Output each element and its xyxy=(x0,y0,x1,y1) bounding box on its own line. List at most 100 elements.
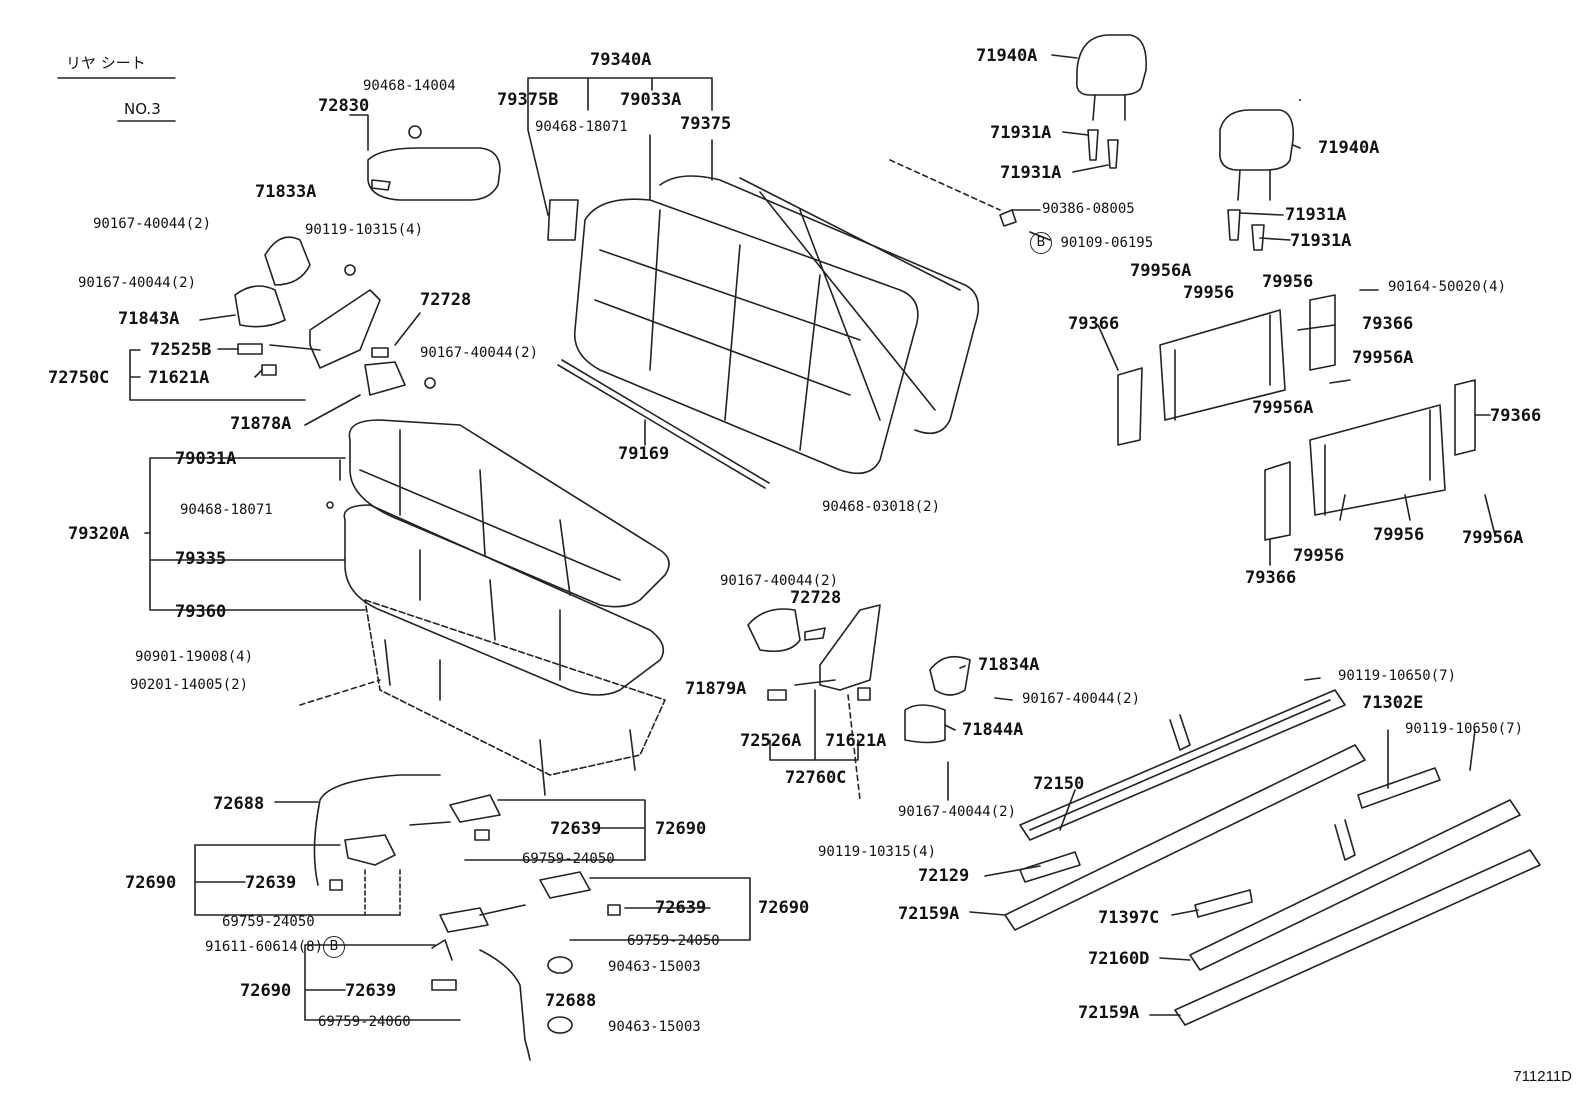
seat-cushion-assembly xyxy=(343,419,670,796)
part-label: 90901-19008(4) xyxy=(135,649,254,665)
part-label: 90386-08005 xyxy=(1042,201,1135,217)
part-label: 79320A xyxy=(68,524,130,544)
part-label: 90468-18071 xyxy=(180,502,273,518)
back-panel-2 xyxy=(1309,404,1446,516)
part-label: 90119-10315(4) xyxy=(818,844,937,860)
part-label: 72750C xyxy=(48,368,110,388)
part-label: 90119-10650(7) xyxy=(1338,668,1457,684)
part-label: 90119-10650(7) xyxy=(1405,721,1524,737)
seat-back-assembly xyxy=(547,175,980,475)
bushing xyxy=(547,199,579,241)
fastener-label: 91611-60614(8)B xyxy=(205,936,346,958)
part-label: 71931A xyxy=(990,123,1052,143)
cable-72688b xyxy=(479,949,531,1061)
part-label: 71879A xyxy=(685,679,747,699)
rod xyxy=(557,364,766,489)
part-label: 69759-24050 xyxy=(222,914,315,930)
armrest xyxy=(367,147,501,201)
page-title: リヤ シート xyxy=(66,54,146,72)
part-label: 72760C xyxy=(785,768,847,788)
part-label: 71397C xyxy=(1098,908,1160,928)
part-label: 71833A xyxy=(255,182,317,202)
part-label: 72690 xyxy=(655,819,707,839)
part-label: 79375 xyxy=(680,114,732,134)
part-label: 72525B xyxy=(150,340,212,360)
part-label: 72150 xyxy=(1033,774,1085,794)
reference-mark-b: B xyxy=(323,936,346,958)
part-label: 71940A xyxy=(976,46,1038,66)
cable-72688a xyxy=(313,774,441,886)
part-label: 90167-40044(2) xyxy=(420,345,539,361)
part-label: 79956 xyxy=(1183,283,1235,303)
part-label: 79956A xyxy=(1252,398,1314,418)
part-label: 79335 xyxy=(175,549,227,569)
part-label: 72159A xyxy=(1078,1003,1140,1023)
part-label: 90167-40044(2) xyxy=(898,804,1017,820)
fastener-b-label: B 90109-06195 xyxy=(1030,232,1153,254)
part-label: 72639 xyxy=(655,898,707,918)
page-subtitle: NO.3 xyxy=(124,100,161,118)
back-panel-1 xyxy=(1159,309,1286,421)
part-label: 71940A xyxy=(1318,138,1380,158)
part-label: 90468-14004 xyxy=(363,78,456,94)
part-label: 72690 xyxy=(125,873,177,893)
part-label: 90463-15003 xyxy=(608,1019,701,1035)
part-label: 79956A xyxy=(1462,528,1524,548)
part-label: 72688 xyxy=(213,794,265,814)
part-label: 79169 xyxy=(618,444,670,464)
part-label: 91611-60614(8) xyxy=(205,939,324,955)
part-label: 69759-24050 xyxy=(522,851,615,867)
recliner-right xyxy=(819,604,881,691)
part-label: 71844A xyxy=(962,720,1024,740)
part-label: 90109-06195 xyxy=(1060,235,1154,251)
part-label: 90201-14005(2) xyxy=(130,677,249,693)
part-label: 79031A xyxy=(175,449,237,469)
part-label: 69759-24060 xyxy=(318,1014,411,1030)
part-label: 71621A xyxy=(148,368,210,388)
part-label: 90167-40044(2) xyxy=(78,275,197,291)
part-label: 90167-40044(2) xyxy=(1022,691,1141,707)
part-label: 72526A xyxy=(740,731,802,751)
part-label: 79366 xyxy=(1068,314,1120,334)
part-label: 71621A xyxy=(825,731,887,751)
part-label: 72639 xyxy=(245,873,297,893)
part-label: 69759-24050 xyxy=(627,933,720,949)
part-label: 90119-10315(4) xyxy=(305,222,424,238)
part-label: 71931A xyxy=(1285,205,1347,225)
part-label: 79375B xyxy=(497,90,559,110)
part-label: 72688 xyxy=(545,991,597,1011)
part-label: 72728 xyxy=(790,588,842,608)
part-label: 72160D xyxy=(1088,949,1150,969)
part-label: 90463-15003 xyxy=(608,959,701,975)
recliner-left xyxy=(234,236,436,396)
part-label: 72690 xyxy=(758,898,810,918)
part-label: 72639 xyxy=(550,819,602,839)
part-label: 79360 xyxy=(175,602,227,622)
part-label: 90164-50020(4) xyxy=(1388,279,1507,295)
part-label: 72830 xyxy=(318,96,370,116)
part-label: 79340A xyxy=(590,50,652,70)
part-label: 71931A xyxy=(1290,231,1352,251)
part-label: 90167-40044(2) xyxy=(720,573,839,589)
part-label: 71834A xyxy=(978,655,1040,675)
part-label: 79366 xyxy=(1245,568,1297,588)
part-label: 72129 xyxy=(918,866,970,886)
part-label: 72159A xyxy=(898,904,960,924)
part-label: 71302E xyxy=(1362,693,1424,713)
part-label: 71843A xyxy=(118,309,180,329)
part-label: 79366 xyxy=(1362,314,1414,334)
part-label: 90468-18071 xyxy=(535,119,628,135)
part-label: 79033A xyxy=(620,90,682,110)
part-label: 79956A xyxy=(1130,261,1192,281)
seat-tracks xyxy=(1004,689,1541,1026)
part-label: 72728 xyxy=(420,290,472,310)
headrest-1 xyxy=(1075,34,1147,96)
headrest-2 xyxy=(1218,109,1295,171)
part-label: 79956 xyxy=(1373,525,1425,545)
part-label: 79956 xyxy=(1262,272,1314,292)
part-label: 79956A xyxy=(1352,348,1414,368)
diagram-code: 711211D xyxy=(1513,1068,1572,1085)
part-label: 71931A xyxy=(1000,163,1062,183)
part-label: 71878A xyxy=(230,414,292,434)
